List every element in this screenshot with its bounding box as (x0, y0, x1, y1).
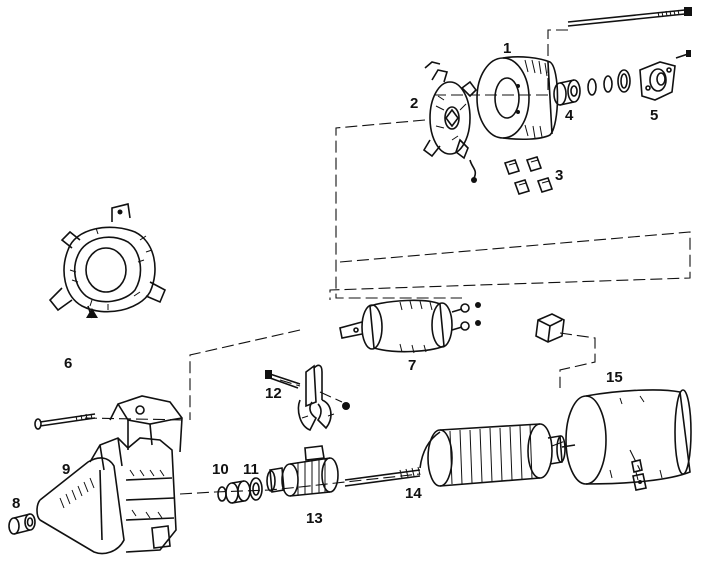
assembly-guide-lines (84, 29, 691, 495)
contact-pad (535, 313, 565, 343)
callout-7: 7 (408, 357, 416, 374)
callout-9: 9 (62, 461, 70, 478)
end-cover-part-1 (476, 55, 559, 141)
solenoid-part-7 (339, 299, 481, 354)
callout-11: 11 (243, 461, 259, 478)
callout-10: 10 (212, 461, 229, 478)
yoke-housing-part-15 (565, 389, 692, 491)
drive-end-bush-part-8 (8, 513, 36, 535)
callout-3: 3 (555, 167, 563, 184)
callout-12: 12 (265, 385, 282, 402)
drive-pinion-part-13 (266, 445, 339, 497)
callout-5: 5 (650, 107, 658, 124)
callout-labels: 1 2 3 4 5 6 7 8 9 10 11 12 13 14 15 (12, 40, 658, 527)
callout-8: 8 (12, 495, 20, 512)
callout-13: 13 (306, 510, 323, 527)
callout-14: 14 (405, 485, 422, 502)
callout-15: 15 (606, 369, 623, 386)
brushes-part-3 (503, 156, 554, 195)
pivot-bolt-part-12 (265, 370, 350, 410)
callout-6: 6 (64, 355, 72, 372)
brush-plate-part-2 (422, 61, 478, 183)
callout-1: 1 (503, 40, 511, 57)
brush-holder-installed-part-6 (48, 203, 167, 319)
stop-ring-part-11 (249, 477, 263, 501)
drive-end-housing-part-9 (36, 395, 183, 555)
through-bolt-top (567, 7, 692, 27)
bush-washers-part-4 (553, 69, 631, 106)
callout-2: 2 (410, 95, 418, 112)
end-cap-part-5 (639, 50, 691, 101)
drive-end-bolt (34, 413, 96, 430)
armature-part-14 (344, 423, 576, 487)
callout-4: 4 (565, 107, 574, 124)
shift-fork-lever (297, 364, 335, 432)
